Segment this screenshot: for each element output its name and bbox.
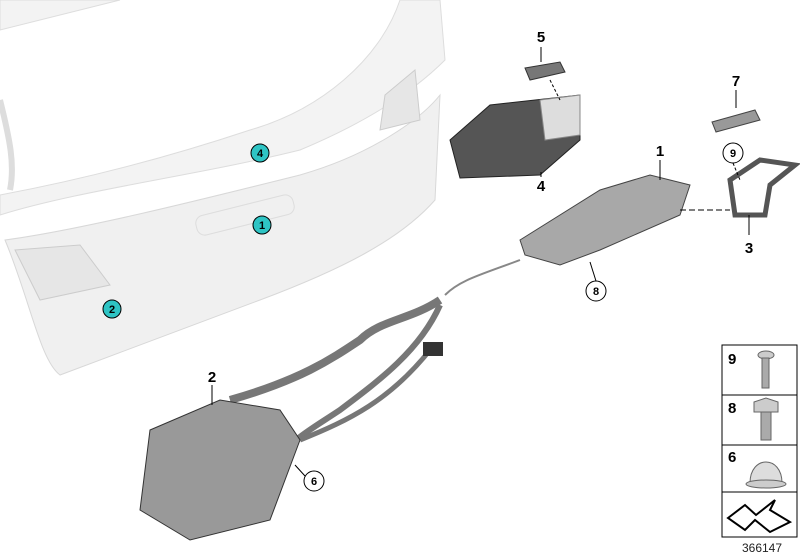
- legend-number-9: 9: [728, 351, 736, 368]
- teal-marker-label: 2: [109, 304, 115, 316]
- callout-2: 2: [208, 369, 216, 386]
- hardware-legend: 9 8 6: [721, 344, 798, 538]
- diagram-id: 366147: [742, 541, 782, 555]
- circled-callout-6: 6: [303, 470, 325, 492]
- striker-part[interactable]: [727, 157, 800, 218]
- callout-3: 3: [745, 240, 753, 257]
- actuator-part[interactable]: [139, 399, 301, 541]
- circled-callout-8: 8: [585, 280, 607, 302]
- cap-nut-icon: [745, 461, 787, 489]
- callout-1: 1: [656, 143, 664, 160]
- circled-callout-label: 8: [593, 286, 599, 298]
- teal-marker-label: 1: [259, 220, 265, 232]
- teal-marker-1[interactable]: 1: [252, 215, 272, 235]
- callout-4: 4: [537, 178, 546, 195]
- legend-number-6: 6: [728, 449, 736, 466]
- bracket-part-7[interactable]: [711, 109, 761, 133]
- direction-arrow-icon: [726, 499, 793, 534]
- legend-number-8: 8: [728, 400, 736, 417]
- circled-callout-9: 9: [722, 142, 744, 164]
- callout-7: 7: [732, 73, 740, 90]
- tailgate-switch-part[interactable]: [449, 94, 581, 179]
- teal-marker-4[interactable]: 4: [250, 143, 270, 163]
- tailgate-panel: [0, 0, 446, 376]
- circled-callout-label: 6: [311, 476, 317, 488]
- lock-part[interactable]: [519, 174, 691, 266]
- hex-bolt-icon: [753, 397, 779, 441]
- teal-marker-2[interactable]: 2: [102, 299, 122, 319]
- clip-part[interactable]: [524, 61, 566, 81]
- callout-5: 5: [537, 29, 545, 46]
- teal-marker-label: 4: [257, 148, 264, 160]
- torx-screw-icon: [757, 350, 775, 389]
- circled-callout-label: 9: [730, 148, 736, 160]
